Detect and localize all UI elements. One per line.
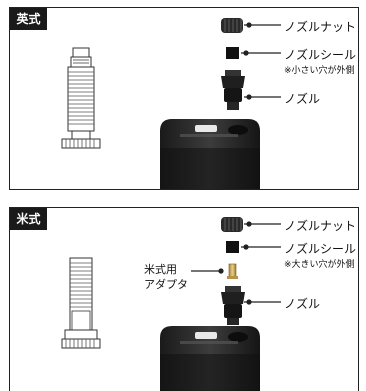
american-valve-diagram bbox=[61, 217, 281, 391]
panel-english-valve: 英式 bbox=[9, 7, 359, 190]
nozzle-illustration bbox=[221, 286, 245, 325]
nozzle-seal-illustration bbox=[226, 47, 239, 59]
pump-body-illustration bbox=[160, 119, 260, 189]
panel-american-valve: 米式 bbox=[9, 207, 359, 391]
adapter-illustration bbox=[227, 263, 238, 279]
nozzle-seal-note: ※大きい穴が外側 bbox=[284, 260, 355, 270]
valve-stem-illustration bbox=[61, 257, 101, 349]
nozzle-nut-illustration bbox=[221, 217, 243, 232]
nozzle-label: ノズル bbox=[284, 92, 321, 106]
panel-tag: 英式 bbox=[10, 8, 47, 30]
nozzle-nut-label: ノズルナット bbox=[284, 219, 357, 233]
nozzle-seal-illustration bbox=[226, 241, 239, 253]
valve-stem-illustration bbox=[61, 47, 101, 149]
english-valve-diagram bbox=[61, 18, 281, 189]
panel-tag: 米式 bbox=[10, 208, 47, 230]
nozzle-seal-label: ノズルシール bbox=[284, 48, 357, 62]
nozzle-illustration bbox=[221, 70, 245, 110]
nozzle-label: ノズル bbox=[284, 297, 321, 311]
nozzle-seal-label: ノズルシール bbox=[284, 242, 357, 256]
nozzle-seal-note: ※小さい穴が外側 bbox=[284, 66, 355, 76]
nozzle-nut-label: ノズルナット bbox=[284, 20, 357, 34]
adapter-label-line2: アダプタ bbox=[144, 278, 188, 291]
adapter-label-line1: 米式用 bbox=[144, 263, 177, 276]
pump-body-illustration bbox=[160, 326, 260, 391]
nozzle-nut-illustration bbox=[221, 18, 243, 33]
